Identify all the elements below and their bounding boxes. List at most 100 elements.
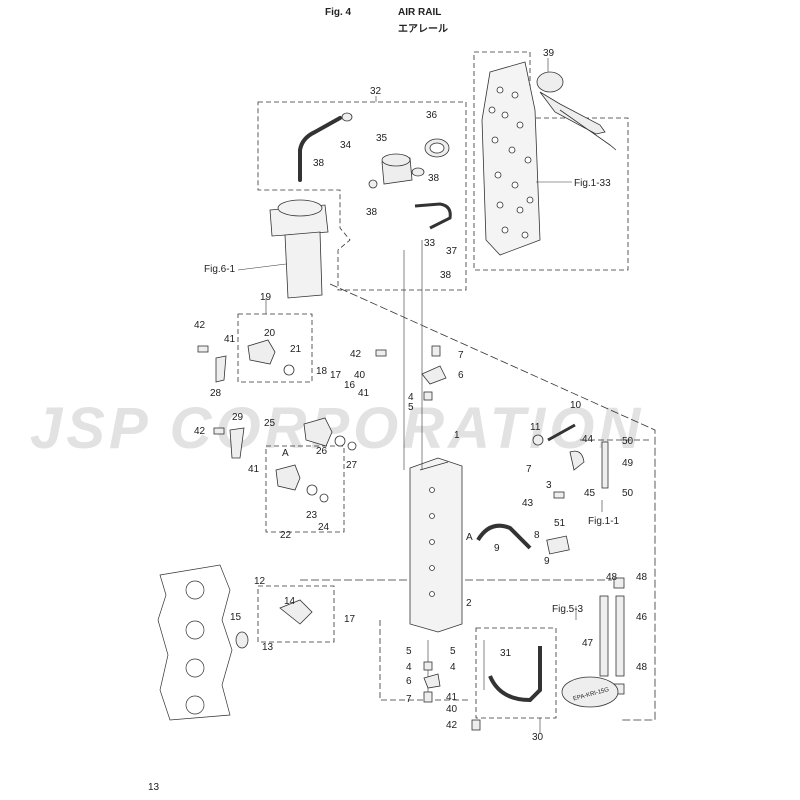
callout-48b: 48 <box>636 572 648 583</box>
callout-9a: 9 <box>494 543 500 554</box>
part-4-fitting <box>423 391 433 401</box>
part-28-bracket <box>215 355 227 383</box>
callout-8: 8 <box>534 530 540 541</box>
part-44-fitting <box>569 450 585 471</box>
group-22-outline <box>265 445 345 533</box>
callout-fig1-1: Fig.1-1 <box>588 516 620 527</box>
part-42-bolt <box>471 719 481 731</box>
part-7-bolt <box>423 691 433 703</box>
part-15-washer <box>235 631 249 649</box>
part-6-washer <box>423 673 441 689</box>
callout-50b: 50 <box>622 488 634 499</box>
callout-7c: 7 <box>406 694 412 705</box>
callout-26: 26 <box>316 446 328 457</box>
callout-5a: 5 <box>408 402 414 413</box>
emission-tag <box>561 676 619 708</box>
part-39-bracket <box>536 71 617 151</box>
group-12-outline <box>257 585 335 643</box>
callout-31: 31 <box>500 648 512 659</box>
callout-2: 2 <box>466 598 472 609</box>
callout-38: 38 <box>313 158 325 169</box>
part-29-bracket <box>229 427 245 459</box>
callout-27: 27 <box>346 460 358 471</box>
cylinder-block <box>157 564 233 721</box>
part-42-bolt <box>213 427 225 435</box>
callout-18: 18 <box>316 366 328 377</box>
callout-41c: 41 <box>248 464 260 475</box>
callout-29: 29 <box>232 412 244 423</box>
cover-plate-outline <box>473 51 629 271</box>
cover-plate <box>481 61 541 256</box>
callout-14: 14 <box>284 596 296 607</box>
callout-39: 39 <box>543 48 555 59</box>
callout-4c: 4 <box>450 662 456 673</box>
part-48-cap <box>613 577 625 589</box>
callout-38d: 38 <box>440 270 452 281</box>
part-27-oring <box>347 441 357 451</box>
callout-43: 43 <box>522 498 534 509</box>
callout-3: 3 <box>546 480 552 491</box>
callout-17b: 17 <box>344 614 356 625</box>
callout-15: 15 <box>230 612 242 623</box>
fig-number: Fig. 4 <box>325 7 352 18</box>
callout-13: 13 <box>262 642 274 653</box>
part-49-tube <box>601 441 609 489</box>
part-7-bolt <box>431 345 441 357</box>
callout-48a: 48 <box>606 572 618 583</box>
callout-41a: 41 <box>224 334 236 345</box>
callout-9b: 9 <box>544 556 550 567</box>
callout-19: 19 <box>260 292 272 303</box>
group-19-outline <box>237 313 313 383</box>
callout-10: 10 <box>570 400 582 411</box>
callout-refA-2: A <box>466 532 473 543</box>
part-34-joint <box>341 112 353 122</box>
callout-30: 30 <box>532 732 544 743</box>
part-25-valve <box>303 417 333 447</box>
part-37-hose <box>414 202 452 230</box>
callout-16: 16 <box>344 380 356 391</box>
callout-33: 33 <box>424 238 436 249</box>
part-4-fitting <box>423 661 433 671</box>
part-34-hose <box>298 116 342 182</box>
part-42-bolt <box>197 345 209 353</box>
callout-25: 25 <box>264 418 276 429</box>
callout-37: 37 <box>446 246 458 257</box>
callout-38c: 38 <box>366 207 378 218</box>
group-32-outline <box>257 101 467 291</box>
callout-41d: 41 <box>446 692 458 703</box>
callout-40b: 40 <box>446 704 458 715</box>
callout-46: 46 <box>636 612 648 623</box>
callout-7b: 7 <box>526 464 532 475</box>
callout-6b: 6 <box>406 676 412 687</box>
callout-11: 11 <box>530 422 541 433</box>
callout-47: 47 <box>582 638 594 649</box>
callout-34: 34 <box>340 140 352 151</box>
part-47-hose <box>599 595 609 677</box>
part-46-hose <box>615 595 625 677</box>
callout-42c: 42 <box>194 426 206 437</box>
callout-51: 51 <box>554 518 566 529</box>
part-14-valve <box>279 599 313 625</box>
callout-12: 12 <box>254 576 266 587</box>
page-number: 13 <box>148 782 160 793</box>
fuel-filter <box>269 199 329 299</box>
callout-48c: 48 <box>636 662 648 673</box>
group-30-outline <box>475 627 557 719</box>
part-23-valve <box>275 464 301 491</box>
callout-38b: 38 <box>428 173 440 184</box>
callout-32: 32 <box>370 86 382 97</box>
callout-35: 35 <box>376 133 388 144</box>
part-30-hose <box>488 646 542 703</box>
callout-21: 21 <box>290 344 302 355</box>
callout-49: 49 <box>622 458 634 469</box>
callout-36: 36 <box>426 110 438 121</box>
callout-42a: 42 <box>194 320 206 331</box>
callout-17a: 17 <box>330 370 342 381</box>
callout-fig5-3: Fig.5-3 <box>552 604 584 615</box>
callout-42d: 42 <box>446 720 458 731</box>
callout-41b: 41 <box>358 388 370 399</box>
part-11-washer <box>532 434 544 446</box>
part-20-valve <box>247 339 276 365</box>
part-21-oring <box>283 364 295 376</box>
callout-1: 1 <box>454 430 460 441</box>
